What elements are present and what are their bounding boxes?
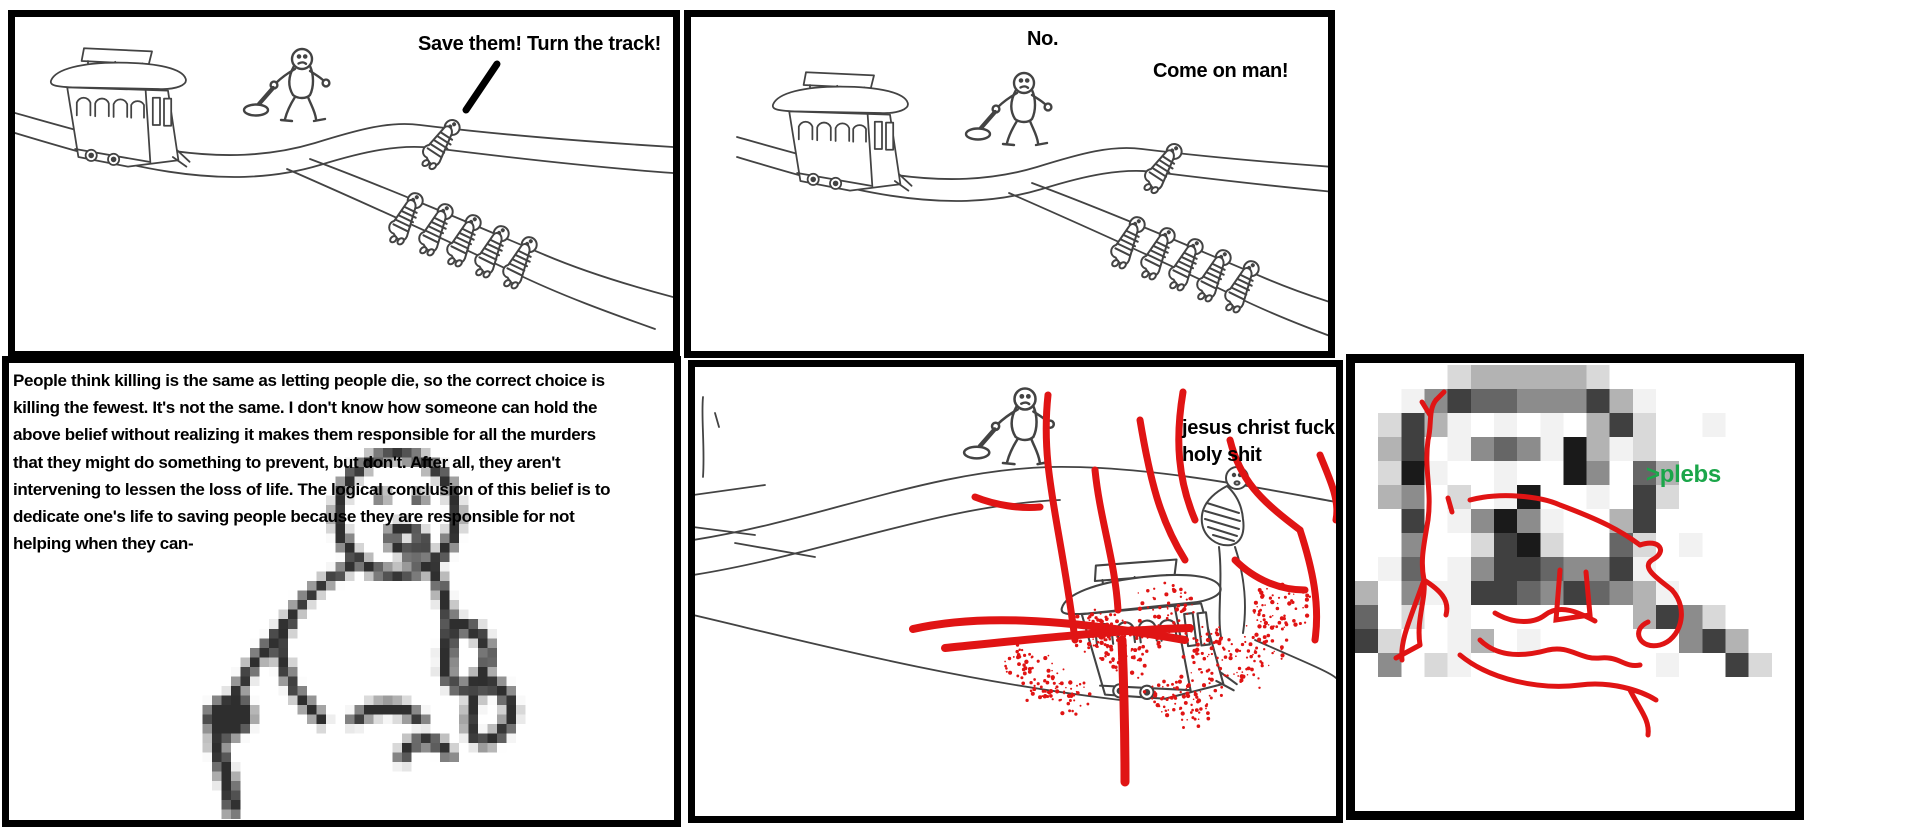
exclaim-line-2: holy shit — [1182, 444, 1262, 466]
skeleton-victim-icon — [1200, 466, 1249, 638]
lever-man-icon — [966, 73, 1051, 145]
panel-bottom-right: >plebs — [1346, 354, 1804, 820]
panel-top-left: Save them! Turn the track! — [8, 10, 680, 358]
lever-man-icon — [244, 49, 329, 121]
speech-come-on-man: Come on man! — [1153, 60, 1289, 82]
pixelated-lever-man-image — [155, 429, 535, 819]
red-scribble-overlay — [1393, 389, 1684, 738]
crash-scene-illustration — [695, 367, 1336, 787]
monologue-paragraph: People think killing is the same as lett… — [13, 371, 611, 554]
panel-bottom-middle: jesus christ fuck holy shit — [688, 360, 1343, 823]
speech-save-them: Save them! Turn the track! — [418, 33, 662, 55]
caption-plebs: >plebs — [1646, 461, 1721, 488]
panel-top-right: No. Come on man! — [684, 10, 1335, 358]
speech-pointer-line — [462, 60, 501, 114]
trolley-scene-illustration — [15, 17, 673, 330]
speech-no: No. — [1027, 28, 1059, 50]
blood-speckles — [1004, 581, 1312, 729]
lever-man-icon — [964, 389, 1054, 465]
blood-scribbles — [1393, 389, 1684, 738]
blood-scribbles — [909, 388, 1336, 787]
exclaim-line-1: jesus christ fuck — [1182, 417, 1335, 439]
panel-bottom-left: People think killing is the same as lett… — [2, 356, 681, 827]
